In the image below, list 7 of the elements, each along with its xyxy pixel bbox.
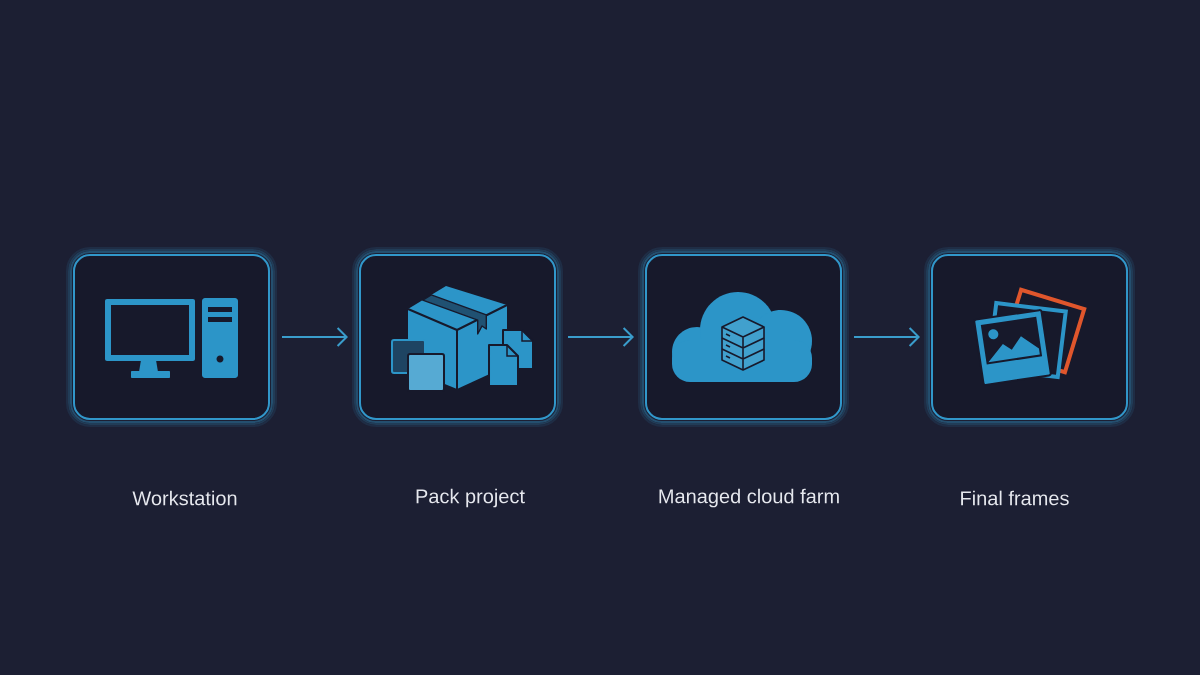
step-label: Workstation (132, 490, 237, 506)
step-label: Pack project (416, 488, 525, 508)
step-label: Final frames (961, 490, 1069, 506)
arrow (567, 327, 634, 347)
step-label: Managed cloud farm (659, 488, 839, 508)
arrow (853, 327, 920, 347)
arrow (281, 327, 348, 347)
